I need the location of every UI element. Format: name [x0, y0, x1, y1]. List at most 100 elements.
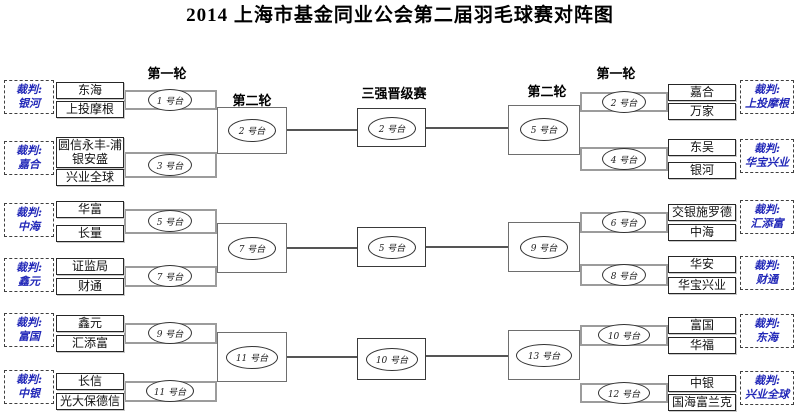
team-box: 华富	[56, 201, 124, 218]
referee-name: 中银	[18, 387, 40, 400]
table-oval: 1 号台	[148, 89, 192, 111]
referee-box-right-2: 裁判: 华宝兴业	[740, 139, 794, 173]
referee-box-right-1: 裁判: 上投摩根	[740, 80, 794, 114]
table-oval: 9 号台	[148, 322, 192, 344]
table-oval: 10 号台	[598, 324, 650, 346]
header-left-round1: 第一轮	[147, 66, 187, 81]
referee-box-left-6: 裁判: 中银	[4, 370, 54, 404]
referee-box-right-5: 裁判: 东海	[740, 314, 794, 348]
team-box: 富国	[668, 317, 736, 334]
header-right-round2: 第二轮	[527, 84, 567, 99]
referee-box-right-3: 裁判: 汇添富	[740, 200, 794, 234]
team-box: 中银	[668, 375, 736, 392]
team-box: 鑫元	[56, 315, 124, 332]
team-box: 嘉合	[668, 84, 736, 101]
team-box: 长信	[56, 373, 124, 390]
team-box: 华福	[668, 337, 736, 354]
connector-line	[426, 355, 508, 357]
team-box: 中海	[668, 224, 736, 241]
referee-label: 裁判:	[753, 259, 781, 272]
team-box: 证监局	[56, 258, 124, 275]
round2-rect	[217, 223, 287, 273]
referee-box-right-6: 裁判: 兴业全球	[740, 371, 794, 405]
referee-name: 财通	[756, 273, 778, 286]
team-box: 银河	[668, 162, 736, 179]
table-oval: 7 号台	[148, 265, 192, 287]
table-oval: 8 号台	[602, 264, 646, 286]
team-box: 光大保德信	[56, 393, 124, 410]
referee-label: 裁判:	[753, 83, 781, 96]
referee-box-left-2: 裁判: 嘉合	[4, 141, 54, 175]
table-oval: 3 号台	[148, 154, 192, 176]
referee-label: 裁判:	[15, 206, 43, 219]
team-box: 上投摩根	[56, 101, 124, 118]
team-box: 东吴	[668, 139, 736, 156]
match-rect	[124, 152, 217, 178]
team-box: 财通	[56, 278, 124, 295]
table-oval: 4 号台	[602, 148, 646, 170]
table-oval: 11 号台	[226, 346, 278, 369]
referee-name: 上投摩根	[745, 97, 789, 110]
referee-name: 兴业全球	[745, 388, 789, 401]
referee-box-left-4: 裁判: 鑫元	[4, 258, 54, 292]
table-oval: 12 号台	[598, 382, 650, 404]
connector-line	[287, 247, 357, 249]
team-box: 交银施罗德	[668, 204, 736, 221]
connector-line	[287, 129, 357, 131]
referee-name: 汇添富	[750, 217, 784, 230]
round2-rect	[508, 222, 580, 272]
table-oval: 13 号台	[516, 344, 572, 367]
round2-rect	[508, 105, 580, 155]
team-box: 华安	[668, 256, 736, 273]
table-oval: 5 号台	[368, 236, 416, 259]
header-right-round1: 第一轮	[596, 66, 636, 81]
team-box: 国海富兰克	[668, 394, 736, 411]
table-oval: 7 号台	[228, 237, 276, 260]
referee-label: 裁判:	[753, 317, 781, 330]
round2-rect	[508, 330, 580, 380]
connector-line	[426, 246, 508, 248]
referee-box-right-4: 裁判: 财通	[740, 256, 794, 290]
referee-name: 富国	[18, 330, 40, 343]
team-box: 兴业全球	[56, 169, 124, 186]
team-box: 圆信永丰-浦银安盛	[56, 137, 124, 168]
connector-line	[426, 127, 508, 129]
referee-name: 东海	[756, 331, 778, 344]
table-oval: 9 号台	[520, 236, 568, 259]
round2-rect	[217, 107, 287, 154]
tournament-title: 2014 上海市基金同业公会第二届羽毛球赛对阵图	[186, 5, 614, 26]
table-oval: 2 号台	[368, 117, 416, 140]
referee-box-left-1: 裁判: 银河	[4, 80, 54, 114]
referee-name: 嘉合	[18, 158, 40, 171]
team-box: 汇添富	[56, 335, 124, 352]
header-left-round2: 第二轮	[232, 93, 272, 108]
referee-label: 裁判:	[15, 373, 43, 386]
round2-rect	[217, 332, 287, 382]
table-oval: 2 号台	[602, 91, 646, 113]
referee-name: 中海	[18, 220, 40, 233]
connector-line	[287, 356, 357, 358]
referee-box-left-5: 裁判: 富国	[4, 313, 54, 347]
referee-box-left-3: 裁判: 中海	[4, 203, 54, 237]
team-box: 万家	[668, 103, 736, 120]
referee-name: 银河	[18, 97, 40, 110]
table-oval: 10 号台	[366, 348, 418, 371]
header-final-round: 三强晋级赛	[361, 86, 427, 101]
referee-label: 裁判:	[753, 374, 781, 387]
referee-label: 裁判:	[753, 203, 781, 216]
table-oval: 2 号台	[228, 119, 276, 142]
team-box: 华宝兴业	[668, 277, 736, 294]
table-oval: 5 号台	[148, 210, 192, 232]
team-box: 东海	[56, 82, 124, 99]
referee-name: 鑫元	[18, 275, 40, 288]
referee-label: 裁判:	[15, 261, 43, 274]
referee-name: 华宝兴业	[745, 156, 789, 169]
referee-label: 裁判:	[15, 316, 43, 329]
referee-label: 裁判:	[753, 142, 781, 155]
table-oval: 6 号台	[602, 211, 646, 233]
team-box: 长量	[56, 225, 124, 242]
table-oval: 11 号台	[146, 380, 194, 402]
table-oval: 5 号台	[520, 118, 568, 141]
referee-label: 裁判:	[15, 83, 43, 96]
